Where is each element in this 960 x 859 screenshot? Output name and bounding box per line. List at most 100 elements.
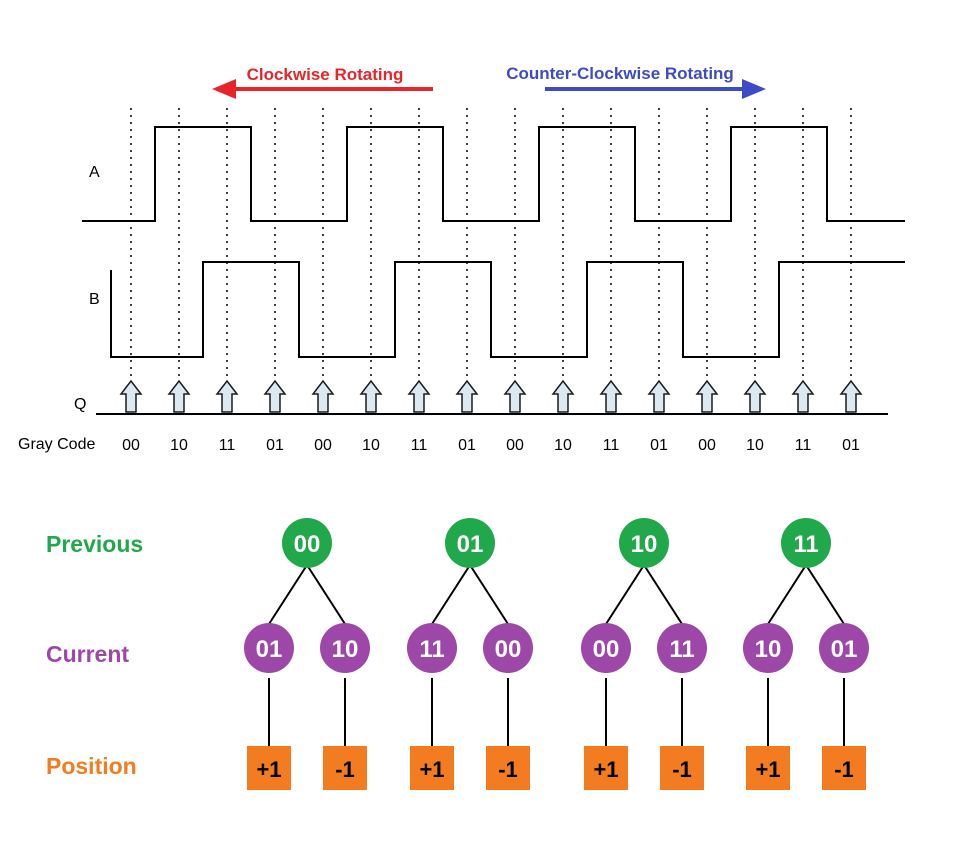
gray-code-value: 10 xyxy=(362,437,380,454)
sample-arrow-icon xyxy=(503,379,527,413)
previous-state-node xyxy=(619,518,669,568)
position-box xyxy=(746,746,790,790)
gray-code-value: 01 xyxy=(842,437,860,454)
sample-arrow-icon xyxy=(551,379,575,413)
position-value: -1 xyxy=(672,757,692,782)
gray-code-value: 11 xyxy=(411,437,428,454)
gray-code-value: 01 xyxy=(458,437,476,454)
sample-arrow-icon xyxy=(839,379,863,413)
transition-tree: 00 01 +1 10 -1 01 11 +1 00 -1 10 00 +1 11 -1 11 10 +1 01 -1 xyxy=(244,518,869,790)
counter-clockwise-arrow-head xyxy=(742,79,766,99)
current-state-node xyxy=(743,623,793,673)
sample-arrow-icon xyxy=(455,379,479,413)
gray-code-value: 10 xyxy=(746,437,764,454)
current-state-node xyxy=(244,623,294,673)
current-state-node xyxy=(819,623,869,673)
clockwise-label: Clockwise Rotating xyxy=(247,65,404,84)
position-value: -1 xyxy=(498,757,518,782)
sample-arrow-icon xyxy=(695,379,719,413)
current-state-value: 11 xyxy=(669,636,694,663)
previous-state-value: 01 xyxy=(457,531,484,558)
sample-arrow-icon xyxy=(791,379,815,413)
waveform-a xyxy=(82,126,905,222)
position-value: +1 xyxy=(419,757,444,782)
sample-arrow-icon xyxy=(215,379,239,413)
previous-state-node xyxy=(445,518,495,568)
sample-arrow-icon xyxy=(647,379,671,413)
current-state-node xyxy=(407,623,457,673)
gray-code-value: 11 xyxy=(795,437,812,454)
tree-branch-line xyxy=(767,564,807,625)
current-state-value: 00 xyxy=(593,636,620,663)
gray-code-row-label: Gray Code xyxy=(18,436,95,453)
current-row-label: Current xyxy=(46,641,129,667)
sample-arrow-icon xyxy=(599,379,623,413)
tree-branch-line xyxy=(431,564,471,625)
current-state-node xyxy=(657,623,707,673)
gray-code-value: 01 xyxy=(266,437,284,454)
gray-code-value: 00 xyxy=(122,437,140,454)
counter-clockwise-label: Counter-Clockwise Rotating xyxy=(506,64,734,83)
direction-indicators: Clockwise Rotating Counter-Clockwise Rot… xyxy=(212,64,766,99)
clockwise-arrow-head xyxy=(212,79,236,99)
current-state-node xyxy=(483,623,533,673)
transition-group: 10 00 +1 11 -1 xyxy=(581,518,707,790)
gray-code-value: 11 xyxy=(219,437,236,454)
transition-group: 01 11 +1 00 -1 xyxy=(407,518,533,790)
waveform-b xyxy=(110,261,905,358)
tree-branch-line xyxy=(469,564,509,625)
previous-state-value: 11 xyxy=(793,531,818,558)
transition-group: 11 10 +1 01 -1 xyxy=(743,518,869,790)
current-state-node xyxy=(320,623,370,673)
current-state-value: 10 xyxy=(332,636,359,663)
position-box xyxy=(323,746,367,790)
position-box xyxy=(247,746,291,790)
position-value: -1 xyxy=(834,757,854,782)
gray-code-value: 10 xyxy=(554,437,572,454)
previous-state-node xyxy=(781,518,831,568)
gray-code-value: 01 xyxy=(650,437,668,454)
gray-code-value: 00 xyxy=(314,437,332,454)
tree-branch-line xyxy=(805,564,845,625)
current-state-value: 10 xyxy=(755,636,782,663)
position-box xyxy=(410,746,454,790)
position-value: -1 xyxy=(335,757,355,782)
gray-code-value: 11 xyxy=(603,437,620,454)
previous-state-node xyxy=(282,518,332,568)
current-state-value: 00 xyxy=(495,636,522,663)
previous-state-value: 00 xyxy=(294,531,321,558)
position-box xyxy=(822,746,866,790)
sample-arrow-icon xyxy=(263,379,287,413)
position-box xyxy=(486,746,530,790)
signal-q-label: Q xyxy=(74,396,86,413)
sample-arrow-icon xyxy=(407,379,431,413)
sample-dotted-lines xyxy=(130,108,852,378)
position-value: +1 xyxy=(593,757,618,782)
position-box xyxy=(584,746,628,790)
sample-arrow-icon xyxy=(167,379,191,413)
transition-group: 00 01 +1 10 -1 xyxy=(244,518,370,790)
position-value: +1 xyxy=(256,757,281,782)
previous-state-value: 10 xyxy=(631,531,658,558)
tree-branch-line xyxy=(643,564,683,625)
position-box xyxy=(660,746,704,790)
current-state-value: 01 xyxy=(831,636,858,663)
current-state-value: 01 xyxy=(256,636,283,663)
signal-b-label: B xyxy=(89,291,100,308)
signal-a-label: A xyxy=(89,164,100,181)
previous-row-label: Previous xyxy=(46,531,143,557)
gray-code-value: 00 xyxy=(506,437,524,454)
sample-arrow-icon xyxy=(311,379,335,413)
tree-branch-line xyxy=(605,564,645,625)
sample-arrow-icon xyxy=(119,379,143,413)
sample-arrow-icon xyxy=(743,379,767,413)
sample-arrow-icon xyxy=(359,379,383,413)
gray-code-value: 00 xyxy=(698,437,716,454)
position-value: +1 xyxy=(755,757,780,782)
tree-branch-line xyxy=(268,564,308,625)
current-state-value: 11 xyxy=(419,636,444,663)
position-row-label: Position xyxy=(46,753,137,779)
